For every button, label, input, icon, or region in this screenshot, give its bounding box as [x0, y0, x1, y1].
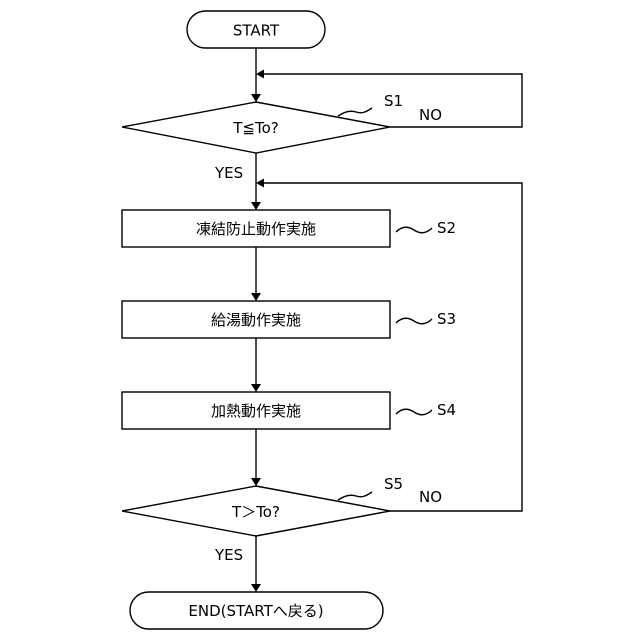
process-s4-text: 加熱動作実施	[211, 402, 301, 420]
s5-step-marker	[338, 492, 372, 500]
decision-s1-condition: T≦To?	[232, 119, 278, 137]
process-s3-text: 給湯動作実施	[211, 311, 301, 329]
arrow-s4-s5	[251, 478, 261, 486]
s5-step-label: S5	[384, 475, 403, 493]
end-label: END(STARTへ戻る)	[188, 602, 323, 620]
decision-s5: T＞To?	[122, 486, 390, 536]
s4-step-label: S4	[437, 401, 456, 419]
process-s4: 加熱動作実施	[122, 392, 390, 429]
s3-step-marker	[396, 318, 432, 324]
arrow-s1-no-loop	[256, 70, 264, 79]
arrow-start-s1	[251, 94, 261, 102]
arrow-s1-s2	[251, 202, 261, 210]
decision-s5-condition: T＞To?	[231, 503, 280, 521]
arrow-s5-end	[251, 584, 261, 592]
process-s2: 凍結防止動作実施	[122, 210, 390, 247]
s1-step-marker	[338, 108, 372, 116]
s5-no-label: NO	[419, 488, 442, 506]
process-s3: 給湯動作実施	[122, 301, 390, 338]
s5-yes-label: YES	[214, 546, 243, 564]
s2-step-label: S2	[437, 219, 456, 237]
s3-step-label: S3	[437, 310, 456, 328]
s1-step-label: S1	[384, 92, 403, 110]
s4-step-marker	[396, 409, 432, 415]
start-label: START	[233, 22, 280, 40]
arrow-s2-s3	[251, 293, 261, 301]
process-s2-text: 凍結防止動作実施	[196, 220, 316, 238]
end-terminal: END(STARTへ戻る)	[130, 592, 383, 629]
start-terminal: START	[187, 11, 325, 48]
arrow-s3-s4	[251, 384, 261, 392]
arrow-s5-no-loop	[256, 179, 264, 188]
s1-no-label: NO	[419, 106, 442, 124]
s2-step-marker	[396, 227, 432, 233]
decision-s1: T≦To?	[122, 102, 390, 153]
s1-yes-label: YES	[214, 164, 243, 182]
